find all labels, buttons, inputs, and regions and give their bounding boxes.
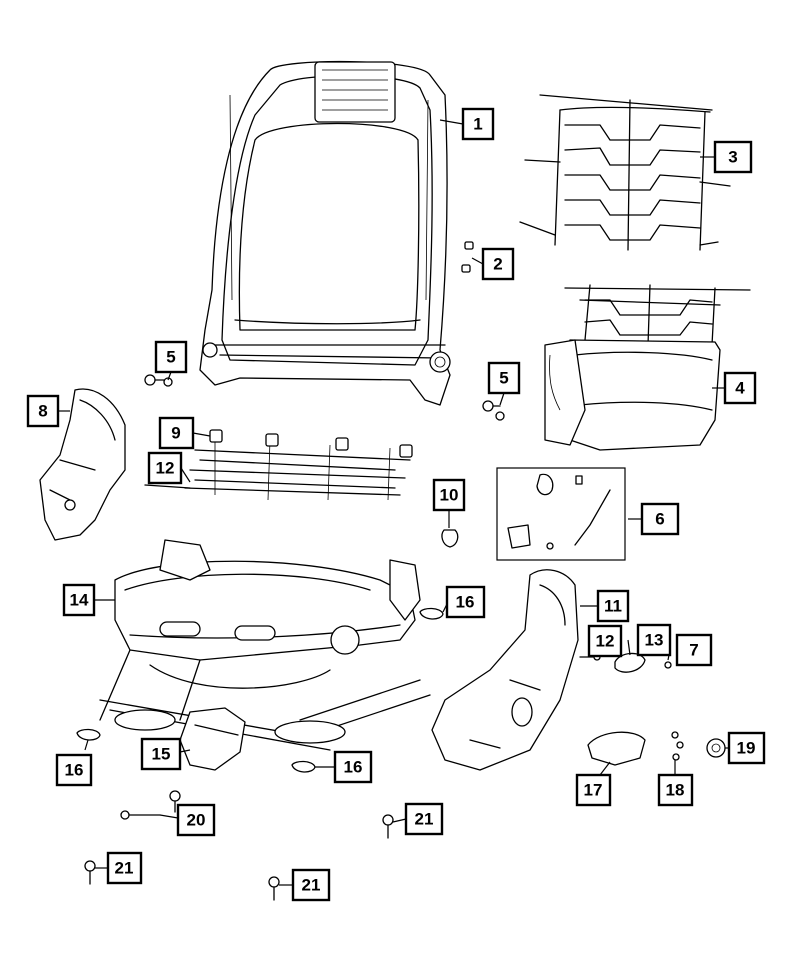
back-spring-wire — [519, 94, 731, 251]
cushion-pan — [544, 284, 751, 451]
callout-19: 19 — [727, 731, 766, 765]
side-shield-right — [431, 569, 579, 771]
callout-16a: 16 — [55, 753, 93, 787]
callout-13-label: 13 — [645, 631, 664, 650]
callout-15: 15 — [140, 737, 182, 771]
callout-10-label: 10 — [440, 486, 459, 505]
callout-16a-label: 16 — [65, 761, 84, 780]
callout-21c: 21 — [291, 868, 331, 902]
callout-7: 7 — [675, 633, 713, 667]
seat-cushion-frame — [99, 539, 431, 751]
callout-9: 9 — [158, 416, 195, 450]
callout-20: 20 — [176, 803, 216, 837]
screws-20-21 — [84, 790, 394, 901]
callout-8: 8 — [26, 394, 60, 428]
callout-12a: 12 — [147, 451, 183, 485]
callout-6: 6 — [640, 502, 680, 536]
callout-10: 10 — [432, 478, 466, 512]
callout-9-label: 9 — [171, 424, 180, 443]
bolts-5 — [144, 374, 505, 421]
callout-5b: 5 — [487, 361, 521, 395]
bracket-15 — [179, 707, 246, 771]
callout-12a-label: 12 — [156, 459, 175, 478]
callout-1: 1 — [461, 107, 495, 141]
callout-4: 4 — [723, 371, 757, 405]
callout-1-label: 1 — [473, 115, 482, 134]
wire-harness — [144, 429, 413, 501]
callout-17: 17 — [575, 773, 612, 807]
callout-6-label: 6 — [655, 510, 664, 529]
callout-21a-label: 21 — [415, 810, 434, 829]
callout-21b-label: 21 — [115, 859, 134, 878]
callout-16c-label: 16 — [344, 758, 363, 777]
callout-16b: 16 — [445, 585, 486, 619]
seat-back-frame — [199, 60, 451, 406]
callout-7-label: 7 — [689, 641, 698, 660]
callout-12b-label: 12 — [596, 632, 615, 651]
clip-10 — [441, 529, 459, 548]
callout-16c: 16 — [333, 750, 373, 784]
callout-11-label: 11 — [604, 597, 622, 616]
callout-21a: 21 — [404, 802, 444, 836]
callout-15-label: 15 — [152, 745, 171, 764]
callout-14-label: 14 — [70, 591, 89, 610]
motor-kit-box — [496, 467, 626, 561]
callout-5a-label: 5 — [166, 348, 175, 367]
callout-5a: 5 — [154, 340, 188, 374]
callout-18: 18 — [657, 773, 694, 807]
callout-17-label: 17 — [584, 781, 603, 800]
callout-11: 11 — [596, 589, 630, 623]
callout-21b: 21 — [106, 851, 143, 885]
side-shield-left — [39, 388, 126, 541]
nuts — [461, 241, 474, 273]
callout-8-label: 8 — [38, 402, 47, 421]
callout-12b: 12 — [587, 624, 623, 658]
callout-2-label: 2 — [493, 255, 502, 274]
callout-5b-label: 5 — [499, 369, 508, 388]
callout-14: 14 — [62, 583, 96, 617]
handle-parts — [587, 731, 726, 766]
callout-20-label: 20 — [187, 811, 206, 830]
callout-18-label: 18 — [666, 781, 685, 800]
callout-13: 13 — [636, 623, 672, 657]
callout-2: 2 — [481, 247, 515, 281]
callout-3: 3 — [713, 140, 753, 174]
callout-16b-label: 16 — [456, 593, 475, 612]
callout-4-label: 4 — [735, 379, 745, 398]
callout-19-label: 19 — [737, 739, 756, 758]
callout-21c-label: 21 — [302, 876, 321, 895]
callout-3-label: 3 — [728, 148, 737, 167]
leader-lines — [58, 119, 729, 886]
